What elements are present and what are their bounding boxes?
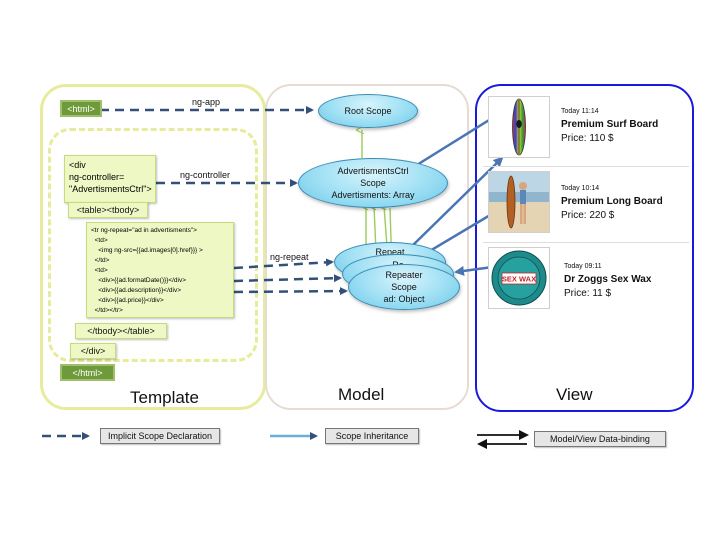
legend-data-binding: Model/View Data-binding bbox=[534, 431, 666, 447]
ng-repeat-arrow-2 bbox=[233, 274, 342, 283]
div-close-tag: </div> bbox=[70, 343, 116, 359]
repeater-scope-name: Repeater bbox=[385, 270, 423, 280]
ctrl-scope-type: Scope bbox=[360, 178, 386, 188]
listing-price: Price: 220 $ bbox=[561, 210, 615, 221]
ng-repeat-label: ng-repeat bbox=[270, 252, 309, 262]
ng-repeat-arrow-1 bbox=[233, 258, 334, 270]
model-panel bbox=[265, 84, 469, 410]
listing-title[interactable]: Premium Surf Board bbox=[561, 119, 659, 130]
view-panel bbox=[475, 84, 694, 412]
binding-arrow-array bbox=[411, 110, 504, 170]
repeat-line: <img ng-src={{ad.images[0].href}}} > bbox=[91, 247, 203, 254]
listing-card-longboard[interactable]: Today 10:14 Premium Long Board Price: 22… bbox=[483, 166, 689, 238]
repeater-scope-property: ad: Object bbox=[383, 294, 425, 304]
model-title: Model bbox=[338, 385, 385, 404]
ctrl-scope-property: Advertisments: Array bbox=[331, 190, 415, 200]
listing-price: Price: 110 $ bbox=[561, 133, 614, 144]
surfboard-image bbox=[488, 96, 550, 158]
controller-div-box: <div ng-controller= "AdvertismentsCtrl"> bbox=[64, 155, 156, 203]
repeat-line: </td></tr> bbox=[91, 307, 123, 314]
template-title: Template bbox=[130, 388, 199, 407]
repeater-scope-type: Scope bbox=[391, 282, 417, 292]
listing-title[interactable]: Premium Long Board bbox=[561, 196, 663, 207]
table-open-tag: <table><tbody> bbox=[68, 202, 148, 218]
listing-card-surfboard[interactable]: Today 11:14 Premium Surf Board Price: 11… bbox=[483, 92, 689, 164]
listing-card-wax[interactable]: SEX WAX Today 09:11 Dr Zoggs Sex Wax Pri… bbox=[483, 242, 689, 314]
legend-implicit-scope: Implicit Scope Declaration bbox=[100, 428, 220, 444]
beach-photo-icon bbox=[489, 172, 549, 232]
listing-time: Today 09:11 bbox=[564, 263, 602, 270]
listing-price: Price: 11 $ bbox=[564, 288, 612, 299]
template-panel bbox=[40, 84, 266, 410]
repeat-template-box: <tr ng-repeat="ad in advertisments"> <td… bbox=[86, 222, 234, 318]
repeat-line: </td> bbox=[91, 257, 110, 264]
html-close-tag: </html> bbox=[60, 364, 115, 381]
repeat-line: <tr ng-repeat="ad in advertisments"> bbox=[91, 227, 197, 234]
root-scope-label: Root Scope bbox=[344, 106, 392, 116]
listing-time: Today 10:14 bbox=[561, 185, 600, 192]
ctrl-scope-name: AdvertismentsCtrl bbox=[337, 166, 409, 176]
binding-arrow-surf bbox=[409, 156, 504, 249]
ctrl-scope-node: AdvertismentsCtrl Scope Advertisments: A… bbox=[298, 158, 448, 208]
html-open-tag: <html> bbox=[60, 100, 102, 117]
controller-value-line: "AdvertismentsCtrl"> bbox=[69, 184, 152, 194]
view-title: View bbox=[556, 385, 593, 404]
surfboard-icon bbox=[512, 98, 526, 156]
listing-time: Today 11:14 bbox=[561, 108, 599, 115]
ng-app-label: ng-app bbox=[192, 97, 221, 107]
wax-brand-text: SEX WAX bbox=[502, 275, 536, 284]
repeater-scope-node-front: Repeater Scope ad: Object bbox=[348, 264, 460, 310]
repeat-line: <div>{{ad.price}}</div> bbox=[91, 297, 164, 304]
wax-puck-icon: SEX WAX bbox=[491, 250, 547, 306]
sex-wax-puck-image: SEX WAX bbox=[488, 247, 550, 309]
listing-title[interactable]: Dr Zoggs Sex Wax bbox=[564, 274, 652, 285]
beach-longboard-photo bbox=[488, 171, 550, 233]
repeat-line: <td> bbox=[91, 267, 108, 274]
repeat-line: <div>{{ad.description}}</div> bbox=[91, 287, 181, 294]
controller-div-line: <div bbox=[69, 160, 86, 170]
controller-scope-region bbox=[48, 128, 258, 362]
ng-repeat-arrow-3 bbox=[233, 287, 348, 296]
repeater-back-label: Repeat bbox=[375, 247, 405, 257]
table-close-tag: </tbody></table> bbox=[75, 323, 167, 339]
root-scope-node: Root Scope bbox=[318, 94, 418, 128]
repeat-line: <div>{{ad.formatDate()}}</div> bbox=[91, 277, 187, 284]
controller-attr-line: ng-controller= bbox=[69, 172, 125, 182]
ng-controller-label: ng-controller bbox=[180, 170, 231, 180]
legend-scope-inheritance: Scope Inheritance bbox=[325, 428, 419, 444]
repeat-line: <td> bbox=[91, 237, 108, 244]
